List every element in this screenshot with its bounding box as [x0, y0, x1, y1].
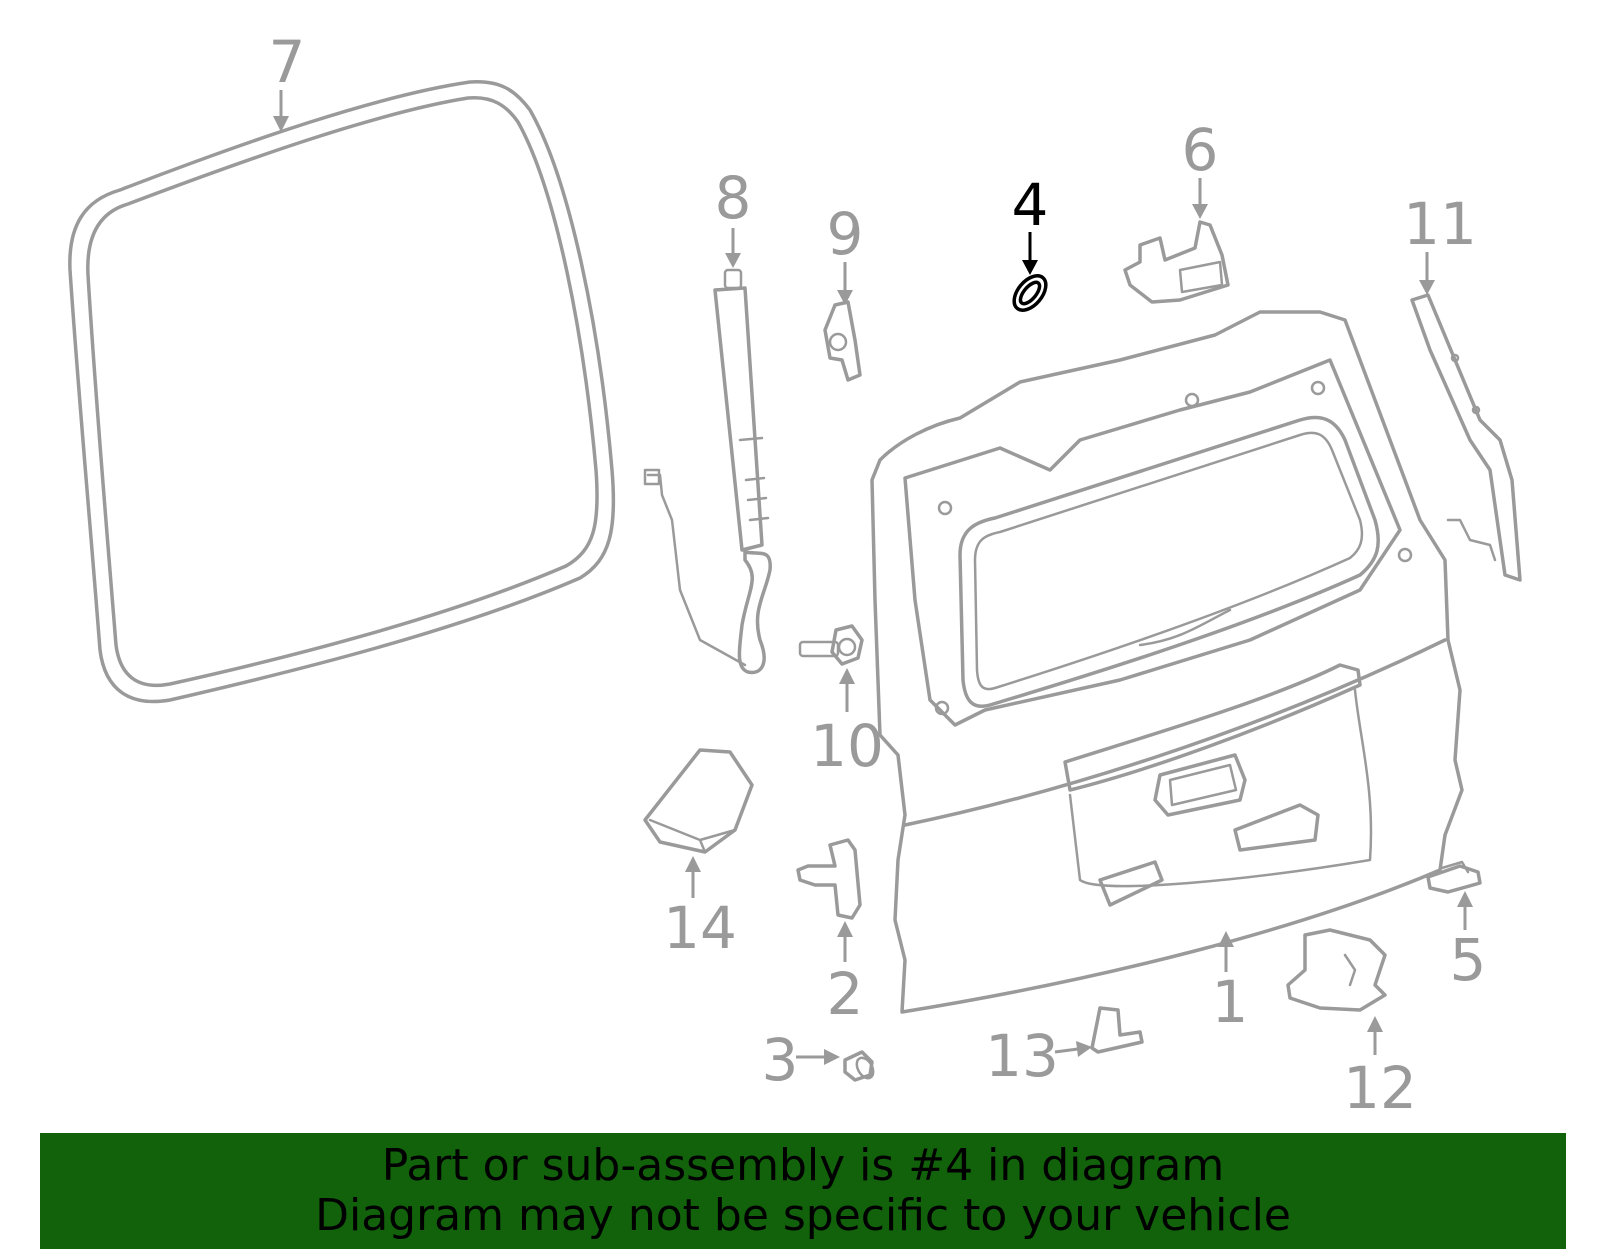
part-7-glass-seal — [68, 80, 616, 704]
svg-text:13: 13 — [985, 1022, 1059, 1090]
part-1-liftgate — [870, 310, 1464, 1014]
callout-9: 9 — [827, 200, 864, 305]
callout-10: 10 — [810, 668, 884, 780]
callout-8: 8 — [715, 164, 752, 268]
part-10-bolt — [798, 624, 864, 666]
callout-1: 1 — [1212, 931, 1249, 1036]
part-12-bracket — [1286, 928, 1387, 1012]
banner-line-2: Diagram may not be specific to your vehi… — [315, 1190, 1291, 1241]
part-13-striker — [1090, 1006, 1144, 1054]
svg-text:6: 6 — [1182, 116, 1219, 184]
callout-7: 7 — [269, 28, 306, 132]
part-2-latch — [796, 838, 862, 920]
svg-text:3: 3 — [762, 1026, 799, 1094]
callout-2: 2 — [827, 921, 864, 1028]
part-9-bracket — [823, 300, 862, 382]
part-4-grommet — [1012, 274, 1048, 312]
part-11-side-trim — [1410, 293, 1522, 582]
part-3-plug — [843, 1050, 875, 1082]
callout-14: 14 — [663, 856, 737, 962]
svg-text:4: 4 — [1012, 171, 1049, 239]
banner-line-1: Part or sub-assembly is #4 in diagram — [381, 1140, 1225, 1191]
callout-11: 11 — [1403, 190, 1477, 295]
svg-text:9: 9 — [827, 200, 864, 268]
callout-6: 6 — [1182, 116, 1219, 219]
svg-text:12: 12 — [1343, 1054, 1417, 1122]
svg-text:1: 1 — [1212, 968, 1249, 1036]
callout-13: 13 — [985, 1022, 1092, 1090]
part-5-clip — [1426, 860, 1482, 894]
svg-text:14: 14 — [663, 894, 737, 962]
callout-4-highlighted: 4 — [1012, 171, 1049, 275]
svg-text:5: 5 — [1450, 926, 1487, 994]
callout-12: 12 — [1343, 1016, 1417, 1122]
svg-text:7: 7 — [269, 28, 306, 96]
part-8-lift-strut — [643, 268, 772, 675]
parts-diagram: 7 8 9 4 6 11 10 14 2 — [68, 28, 1522, 1122]
svg-text:8: 8 — [715, 164, 752, 232]
svg-text:11: 11 — [1403, 190, 1477, 258]
part-6-hinge — [1123, 220, 1230, 304]
disclaimer-banner: Part or sub-assembly is #4 in diagram Di… — [40, 1133, 1566, 1249]
callout-5: 5 — [1450, 891, 1487, 994]
svg-text:2: 2 — [827, 960, 864, 1028]
svg-text:10: 10 — [810, 712, 884, 780]
callout-3: 3 — [762, 1026, 840, 1094]
part-14-module — [643, 748, 754, 854]
